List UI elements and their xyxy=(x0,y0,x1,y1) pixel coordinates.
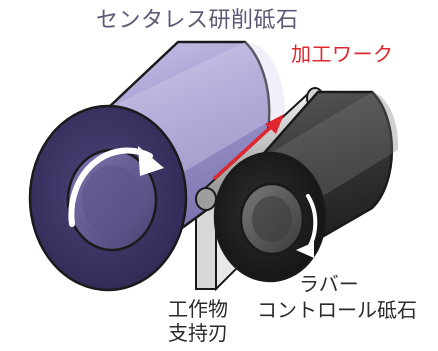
control-wheel-label: ラバー コントロール砥石 xyxy=(257,271,417,323)
grinding-wheel-label: センタレス研削砥石 xyxy=(96,8,299,33)
control-wheel-label-line2: コントロール砥石 xyxy=(257,298,417,322)
work-rest-label-line1: 工作物 xyxy=(168,297,228,321)
work-rest-label-line2: 支持刃 xyxy=(168,321,228,345)
control-wheel xyxy=(213,90,399,283)
clockwise-arrow-icon xyxy=(296,194,318,258)
workpiece-label: 加工ワーク xyxy=(291,42,394,66)
feed-arrow-icon xyxy=(213,114,284,180)
work-rest-label: 工作物 支持刃 xyxy=(168,297,228,345)
clockwise-arrow-icon xyxy=(68,146,164,227)
control-wheel-label-line1: ラバー xyxy=(299,272,359,296)
grinding-wheel xyxy=(28,40,285,292)
